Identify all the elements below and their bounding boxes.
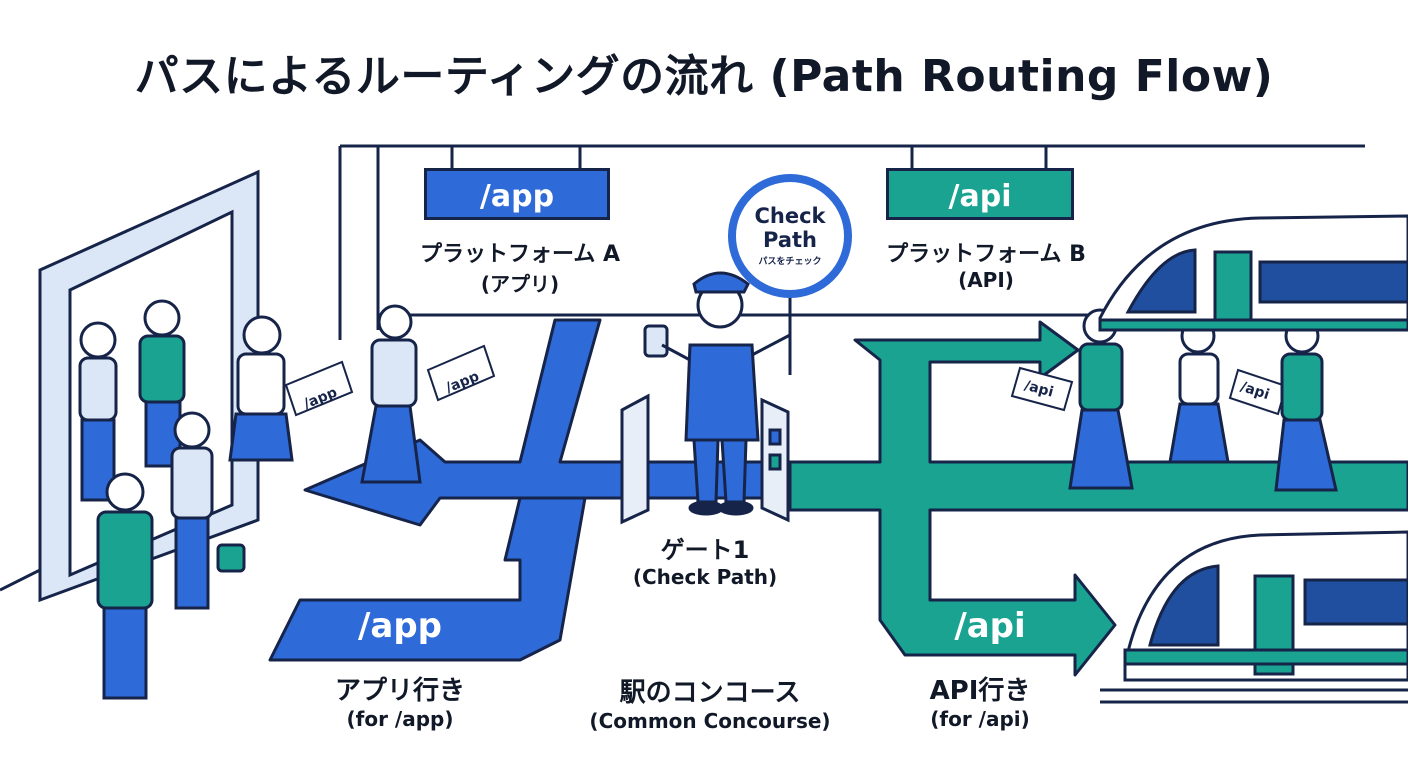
train-lower [1100,530,1408,704]
gate-name: ゲート1 [660,536,750,564]
platform-a-name: プラットフォーム A [419,242,621,267]
route-api-name: API行き [929,676,1031,706]
platform-b-name: プラットフォーム B [886,242,1086,267]
app-arrow-label: /app [357,606,443,646]
concourse-sub: (Common Concourse) [589,709,831,733]
check-path-line1: Check [754,204,826,228]
platform-b-sub: (API) [958,268,1014,292]
platform-a-label: プラットフォーム A (アプリ) [400,236,640,297]
api-arrow-label: /api [954,606,1026,646]
gate-sub: (Check Path) [632,565,778,589]
check-path-line2: Path [763,228,817,252]
platform-b-label: プラットフォーム B (API) [866,236,1106,292]
ticket-gate [620,393,790,525]
platform-a-sign: /app [424,168,610,220]
route-app-name: アプリ行き [334,676,465,706]
passengers-left [78,299,422,700]
route-api-sub: (for /api) [930,707,1030,731]
route-api-label: API行き (for /api) [880,670,1080,731]
station-attendant [643,271,792,516]
passengers-right [1068,308,1338,492]
ticket-app-1: /app [284,360,354,417]
station-structure [338,144,1365,340]
ticket-app-2: /app [426,344,496,402]
train-upper [1098,214,1408,332]
route-app-sub: (for /app) [346,707,454,731]
check-path-line3: パスをチェック [758,257,822,267]
platform-a-sub: (アプリ) [480,272,560,296]
gate-label: ゲート1 (Check Path) [610,530,800,589]
diagram-title: パスによるルーティングの流れ (Path Routing Flow) [134,51,1274,102]
platform-b-sign: /api [886,168,1074,220]
ticket-api-2: /api [1228,368,1288,416]
route-app-label: アプリ行き (for /app) [300,670,500,731]
concourse-name: 駅のコンコース [619,678,801,708]
ticket-api-1: /api [1010,366,1074,412]
concourse-label: 駅のコンコース (Common Concourse) [560,672,860,733]
check-path-badge: Check Path パスをチェック [728,174,852,298]
ticket-api-1-label: /api [1023,378,1056,401]
